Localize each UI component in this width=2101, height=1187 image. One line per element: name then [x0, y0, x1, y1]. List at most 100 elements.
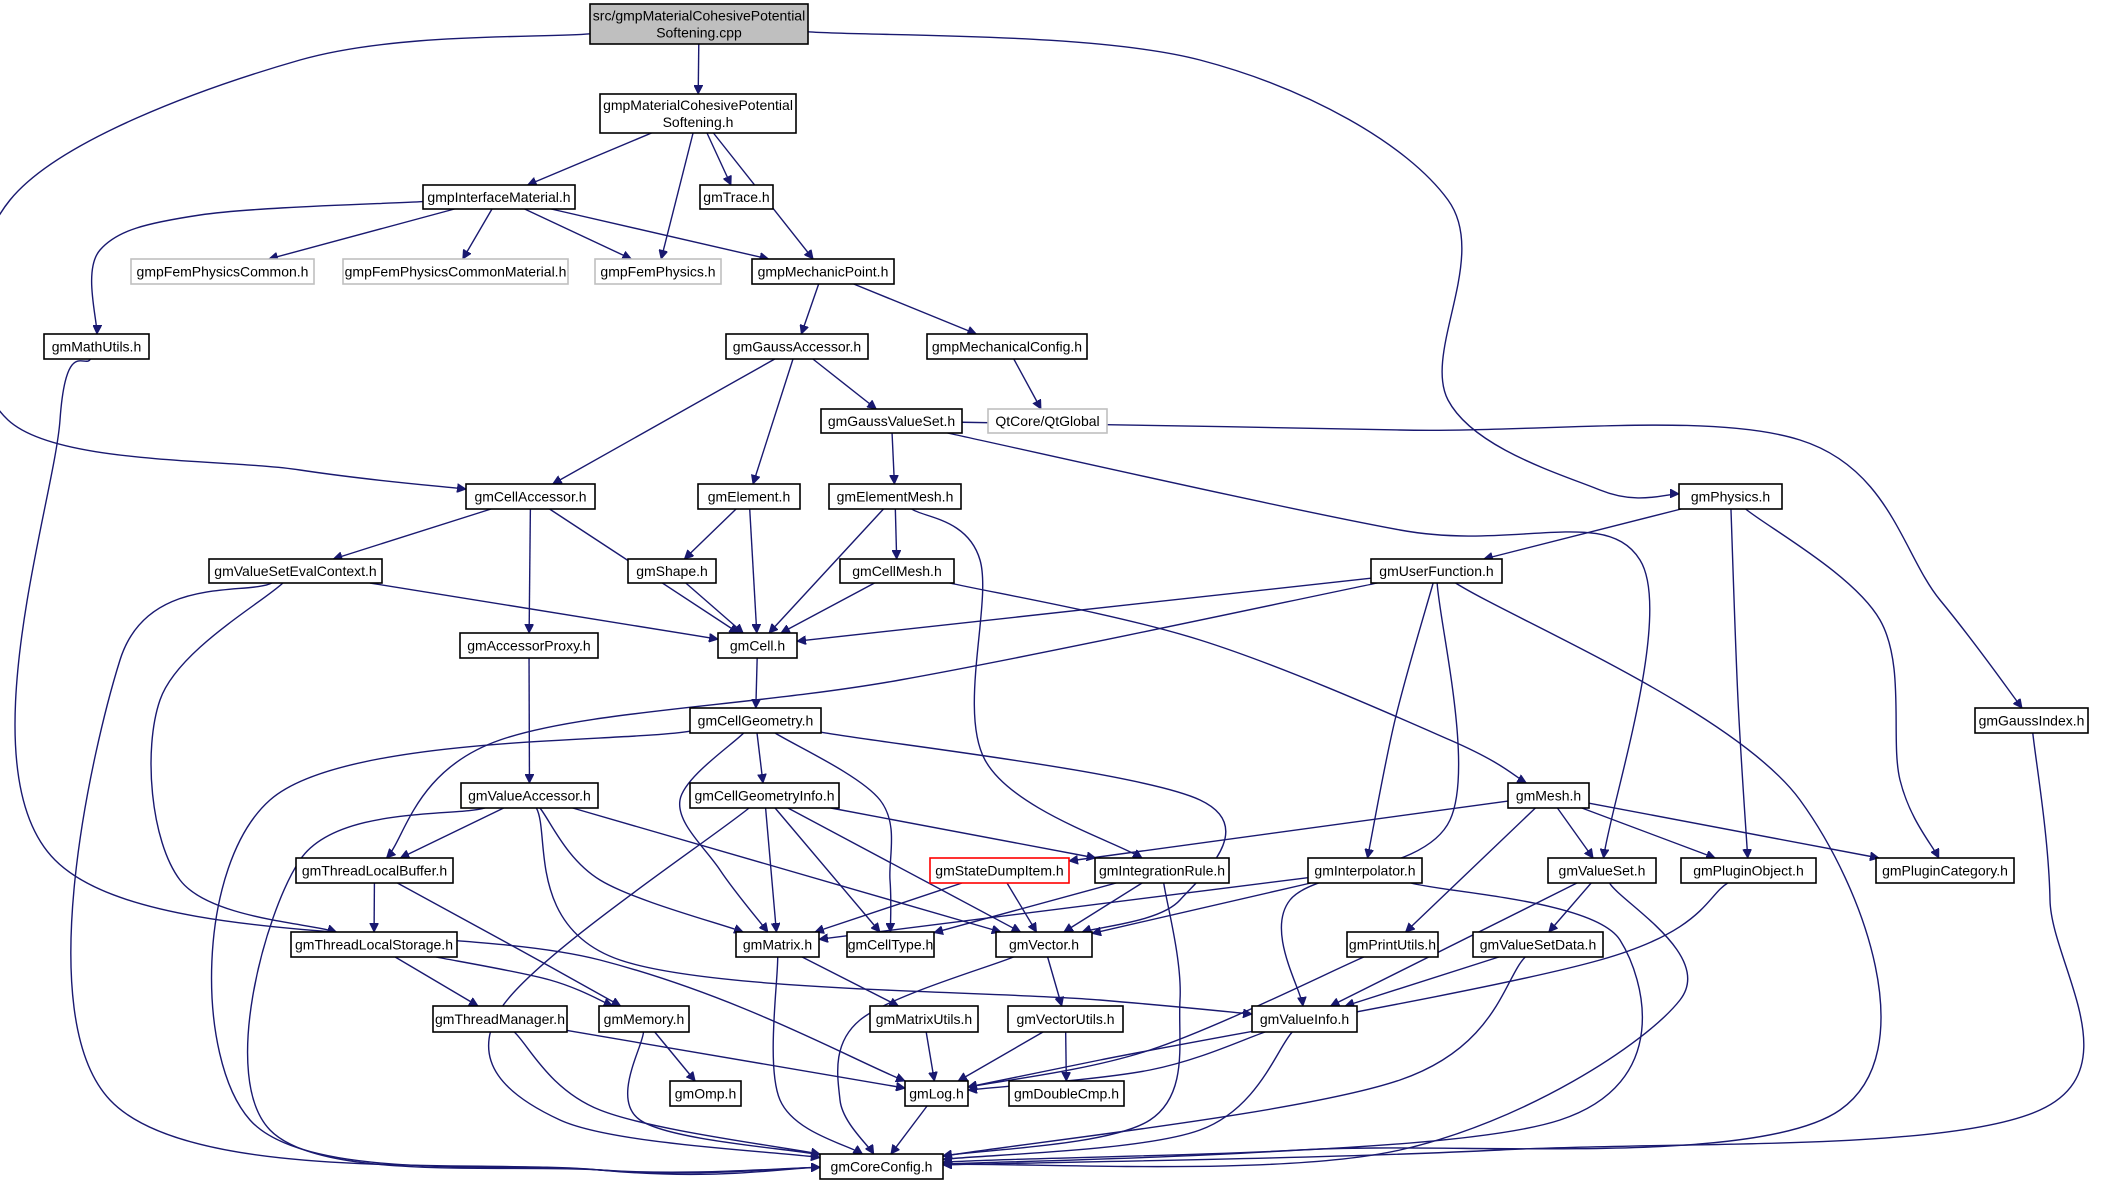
edge-userfunc-to-tlbuffer	[387, 582, 1378, 858]
node-box	[869, 1005, 979, 1033]
edge-mesh-to-valueset	[1556, 807, 1593, 858]
node-memory[interactable]: gmMemory.h	[598, 1005, 690, 1033]
node-box	[1678, 483, 1783, 510]
node-coreconfig[interactable]: gmCoreConfig.h	[819, 1153, 944, 1180]
node-label: gmElement.h	[708, 489, 790, 505]
edge-cellgeom-to-cellgeominfo	[756, 732, 763, 783]
edge-softh-to-trace	[706, 132, 731, 185]
node-vectorutils[interactable]: gmVectorUtils.h	[1007, 1005, 1124, 1033]
node-box	[929, 857, 1070, 884]
edge-gaussvs-to-valueset	[947, 432, 1651, 858]
node-celltype[interactable]: gmCellType.h	[846, 931, 935, 958]
node-label: gmGaussValueSet.h	[828, 413, 955, 429]
edge-intrule-to-vector	[1064, 882, 1143, 933]
node-trace[interactable]: gmTrace.h	[699, 184, 774, 210]
node-label: gmMatrixUtils.h	[876, 1011, 972, 1027]
node-cell[interactable]: gmCell.h	[717, 632, 798, 659]
node-cellgeom[interactable]: gmCellGeometry.h	[689, 707, 822, 734]
node-ifmat[interactable]: gmpInterfaceMaterial.h	[422, 184, 576, 210]
node-label: gmAccessorProxy.h	[467, 638, 590, 654]
node-printutils[interactable]: gmPrintUtils.h	[1346, 931, 1439, 958]
node-accproxy[interactable]: gmAccessorProxy.h	[459, 632, 599, 659]
node-threadmgr[interactable]: gmThreadManager.h	[432, 1005, 568, 1033]
node-mesh[interactable]: gmMesh.h	[1507, 782, 1590, 809]
node-label: gmpMechanicalConfig.h	[932, 339, 1082, 355]
node-elemmesh[interactable]: gmElementMesh.h	[828, 483, 962, 510]
edge-threadmgr-to-log	[566, 1029, 905, 1088]
edge-cellgeominfo-to-coreconfig	[488, 807, 820, 1158]
node-box	[594, 258, 722, 285]
node-valueinfo[interactable]: gmValueInfo.h	[1251, 1005, 1358, 1033]
node-box	[735, 931, 820, 958]
node-box	[208, 558, 383, 584]
edge-cpp-to-cellacc	[0, 33, 591, 489]
edge-intrule-to-coreconfig	[943, 882, 1181, 1156]
node-box	[717, 632, 798, 659]
node-vsdata[interactable]: gmValueSetData.h	[1472, 931, 1604, 958]
node-mechconfig[interactable]: gmpMechanicalConfig.h	[926, 333, 1088, 360]
node-box	[1472, 931, 1604, 958]
edge-log-to-coreconfig	[891, 1105, 928, 1154]
node-log[interactable]: gmLog.h	[904, 1080, 969, 1107]
node-box	[460, 782, 599, 809]
node-box	[295, 857, 454, 884]
node-label: gmInterpolator.h	[1314, 863, 1415, 879]
node-pluginobj[interactable]: gmPluginObject.h	[1680, 857, 1817, 884]
edge-element-to-cell	[749, 508, 757, 633]
node-femcommon: gmpFemPhysicsCommon.h	[130, 258, 315, 285]
node-userfunc[interactable]: gmUserFunction.h	[1370, 558, 1503, 584]
node-plugincat[interactable]: gmPluginCategory.h	[1875, 857, 2015, 884]
edge-printutils-to-log	[968, 956, 1365, 1087]
node-box	[1974, 707, 2089, 734]
node-doublecmp[interactable]: gmDoubleCmp.h	[1008, 1080, 1125, 1107]
node-valacc[interactable]: gmValueAccessor.h	[460, 782, 599, 809]
node-mathutils[interactable]: gmMathUtils.h	[43, 333, 150, 360]
edge-ifmat-to-femphys	[524, 208, 632, 259]
node-label: gmStateDumpItem.h	[935, 863, 1063, 879]
node-matrix[interactable]: gmMatrix.h	[735, 931, 820, 958]
node-cellgeominfo[interactable]: gmCellGeometryInfo.h	[689, 782, 840, 809]
edge-mathutils-to-log	[14, 358, 905, 1081]
node-shape[interactable]: gmShape.h	[627, 558, 717, 584]
node-label: gmpMechanicPoint.h	[758, 264, 889, 280]
node-physics[interactable]: gmPhysics.h	[1678, 483, 1783, 510]
node-label: gmCellGeometry.h	[698, 713, 814, 729]
edge-intrule-to-celltype	[934, 882, 1117, 933]
node-gaussvs[interactable]: gmGaussValueSet.h	[820, 408, 963, 434]
edge-mesh-to-statedump	[1069, 800, 1509, 861]
node-matrixutils[interactable]: gmMatrixUtils.h	[869, 1005, 979, 1033]
node-element[interactable]: gmElement.h	[697, 483, 801, 510]
node-label: gmpInterfaceMaterial.h	[427, 189, 570, 205]
node-valueset[interactable]: gmValueSet.h	[1547, 857, 1657, 884]
node-tlbuffer[interactable]: gmThreadLocalBuffer.h	[295, 857, 454, 884]
node-statedump[interactable]: gmStateDumpItem.h	[929, 857, 1070, 884]
node-vsevalctx[interactable]: gmValueSetEvalContext.h	[208, 558, 383, 584]
node-box	[839, 558, 955, 584]
edge-vsevalctx-to-tlstorage	[150, 582, 336, 932]
node-gaussidx[interactable]: gmGaussIndex.h	[1974, 707, 2089, 734]
edge-cellgeom-to-matrix	[679, 732, 768, 932]
edge-gaussvs-to-gaussidx	[961, 421, 2022, 708]
node-interp[interactable]: gmInterpolator.h	[1307, 857, 1423, 884]
node-mechpoint[interactable]: gmpMechanicPoint.h	[751, 258, 895, 285]
node-label: gmShape.h	[636, 563, 708, 579]
node-cellacc[interactable]: gmCellAccessor.h	[465, 483, 596, 510]
node-gaussacc[interactable]: gmGaussAccessor.h	[725, 333, 869, 360]
node-label: gmCoreConfig.h	[831, 1159, 933, 1175]
edge-physics-to-plugincat	[1745, 508, 1940, 858]
node-cpp[interactable]: src/gmpMaterialCohesivePotentialSoftenin…	[589, 3, 809, 45]
node-box	[904, 1080, 969, 1107]
node-cellmesh[interactable]: gmCellMesh.h	[839, 558, 955, 584]
edge-statedump-to-vector	[1006, 882, 1038, 932]
node-tlstorage[interactable]: gmThreadLocalStorage.h	[290, 931, 458, 958]
edge-valacc-to-coreconfig	[246, 807, 820, 1173]
node-intrule[interactable]: gmIntegrationRule.h	[1094, 857, 1230, 884]
node-label: gmCellGeometryInfo.h	[694, 788, 834, 804]
node-omp[interactable]: gmOmp.h	[669, 1080, 742, 1107]
edge-valacc-to-valueinfo	[535, 807, 1252, 1014]
node-label: gmpMaterialCohesivePotential	[603, 97, 793, 113]
edge-vsevalctx-to-cell	[369, 582, 718, 639]
node-box	[987, 408, 1108, 434]
node-vector[interactable]: gmVector.h	[995, 931, 1093, 958]
